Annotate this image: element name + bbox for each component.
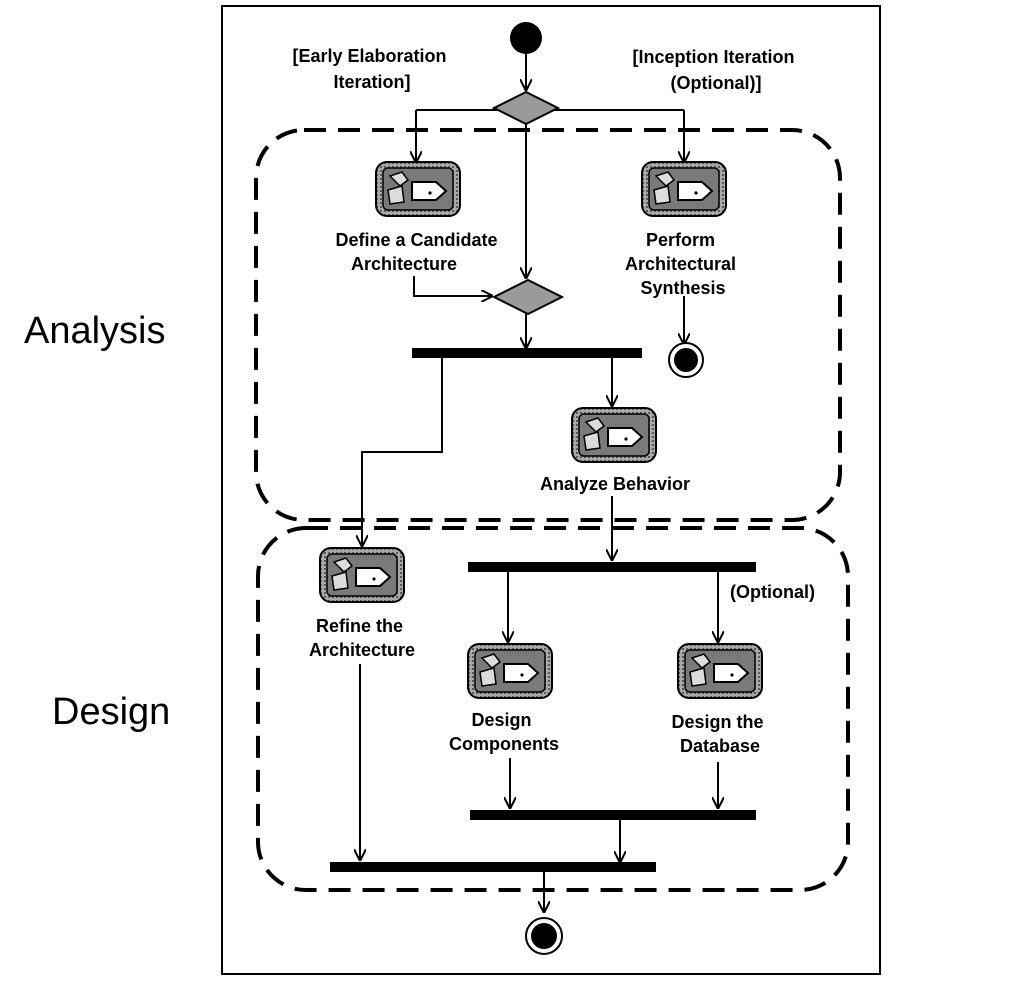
join-bar-design	[470, 810, 756, 820]
activity-define-candidate-architecture: Define a Candidate Architecture	[335, 161, 502, 274]
diagram-frame	[221, 5, 881, 975]
svg-text:Refine the Architecture: Refine the Architecture	[309, 616, 415, 660]
activity-refine-the-architecture: Refine the Architecture	[309, 547, 415, 660]
phase-label-analysis: Analysis	[24, 310, 166, 352]
activity-design-the-database: Design the Database	[671, 643, 768, 756]
design-group	[256, 526, 850, 892]
fork-bar-analysis	[412, 348, 642, 358]
final-node-synthesis	[668, 342, 704, 378]
fork-bar-design	[468, 562, 756, 572]
activity-icon	[677, 643, 763, 699]
activity-perform-architectural-synthesis: Perform Architectural Synthesis	[625, 161, 741, 298]
merge-node	[491, 278, 565, 316]
phase-label-design: Design	[52, 691, 170, 733]
guard-early-elaboration: [Early Elaboration Iteration]	[292, 46, 451, 92]
decision-node-iteration	[491, 90, 561, 126]
svg-text:Define a Candidate Archi: Define a Candidate Architecture	[335, 230, 502, 274]
activity-analyze-behavior: Analyze Behavior	[540, 407, 690, 494]
final-node	[525, 917, 563, 955]
activity-icon	[319, 547, 405, 603]
svg-text:Perform Architectural: Perform Architectural Synthesis	[625, 230, 741, 298]
initial-node	[510, 22, 542, 54]
activity-design-components: Design Components	[449, 643, 559, 754]
svg-text:Design Components: Design Components	[449, 710, 559, 754]
join-bar-final	[330, 862, 656, 872]
activity-icon	[641, 161, 727, 217]
activity-icon	[375, 161, 461, 217]
activity-icon	[571, 407, 657, 463]
guard-inception: [Inception Iteration (Optional)]	[632, 47, 799, 93]
activity-icon	[467, 643, 553, 699]
svg-text:Analyze Behavior: Analyze Behavior	[540, 474, 690, 494]
analysis-group	[254, 128, 842, 522]
guard-optional: (Optional)	[730, 582, 815, 602]
svg-text:Design the Database: Design the Database	[671, 712, 768, 756]
edges	[360, 54, 718, 912]
